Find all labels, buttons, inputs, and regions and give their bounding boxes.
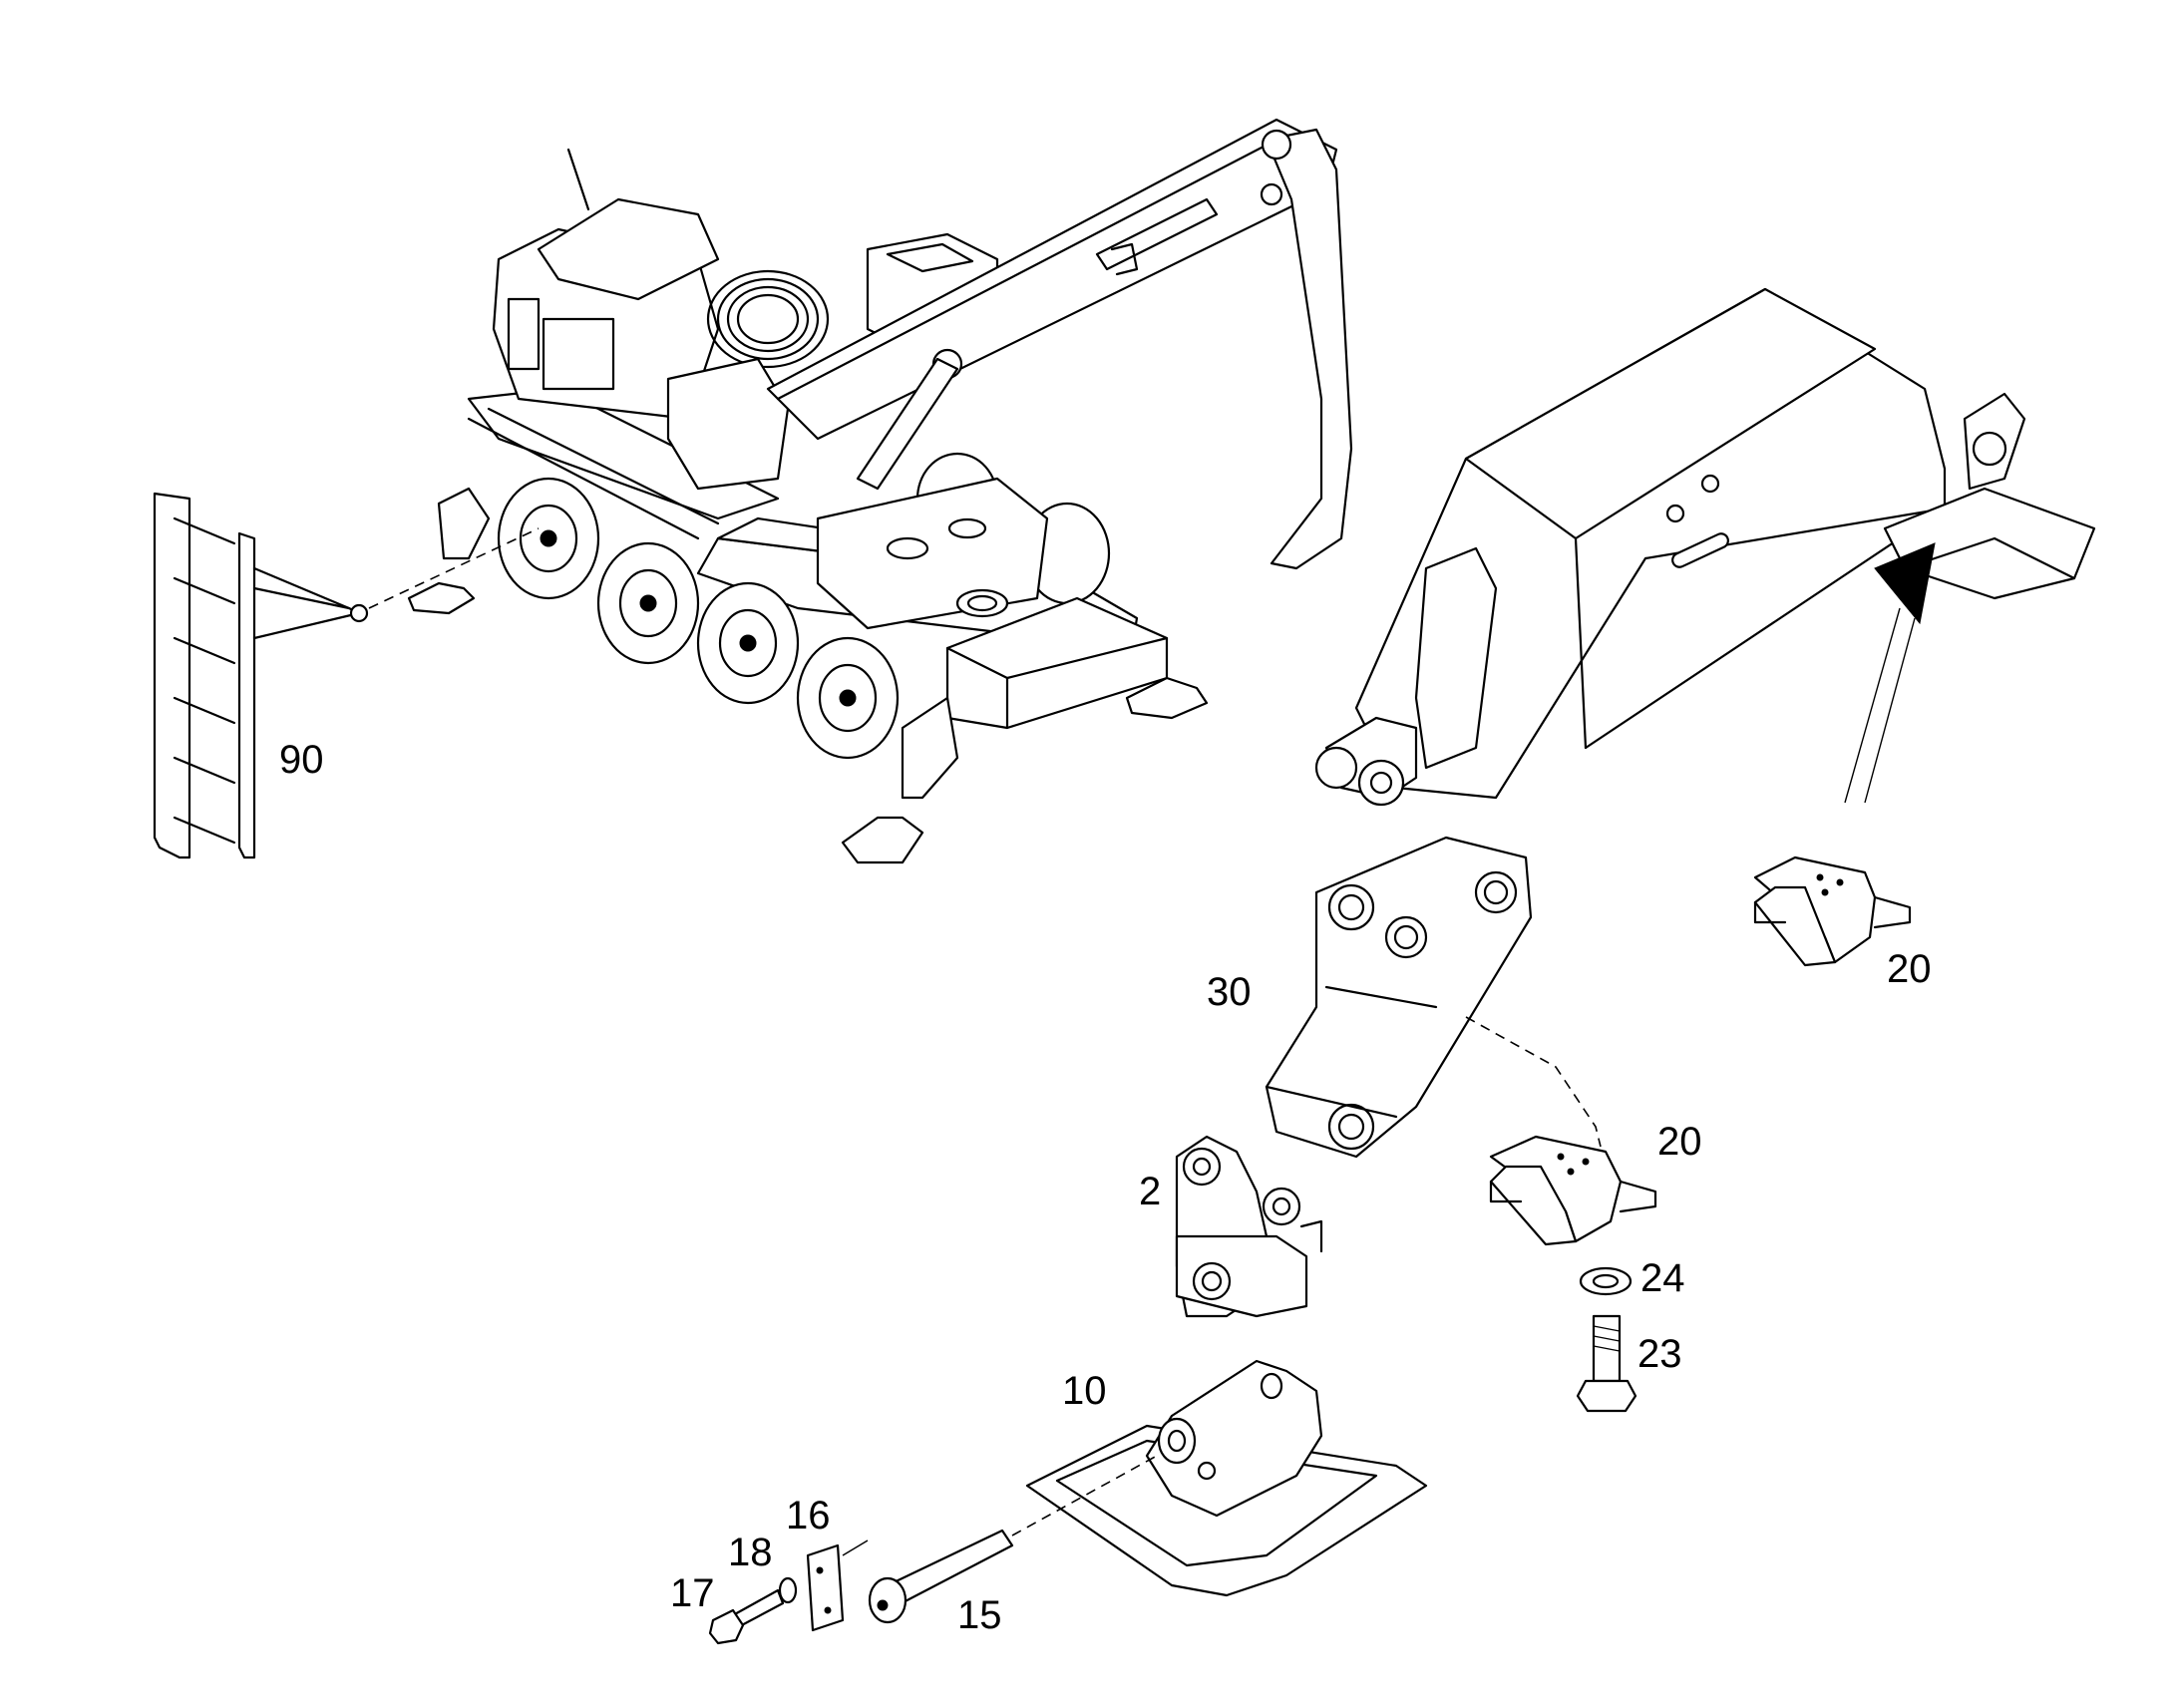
link-plate-30 (1265, 836, 1602, 1159)
hinge-block-2 (1175, 1135, 1323, 1318)
rear-outrigger-pad (407, 581, 476, 615)
callout-30: 30 (1207, 970, 1252, 1014)
pin-15 (868, 1455, 1158, 1624)
lock-washer-18 (778, 1576, 798, 1604)
bracket-20-lower (1489, 1135, 1657, 1246)
callout-10: 10 (1062, 1369, 1107, 1413)
callout-2: 2 (1139, 1170, 1162, 1213)
callout-20-upper: 20 (1887, 947, 1932, 991)
stick (1265, 128, 1353, 570)
machine-illustration (407, 118, 1353, 864)
outrigger-beam (1314, 287, 2096, 807)
front-outrigger-pad (841, 816, 924, 864)
callout-16: 16 (786, 1494, 831, 1537)
callout-24: 24 (1640, 1256, 1685, 1300)
locking-plate-16 (806, 1539, 869, 1632)
hose-coil (706, 269, 830, 369)
bolt-17 (708, 1588, 785, 1645)
stick-cylinder (1095, 197, 1219, 271)
radiator-grille (542, 317, 615, 391)
engine-hood (537, 197, 720, 301)
boom-cylinder (856, 357, 959, 491)
washer-24 (1579, 1266, 1633, 1296)
callout-23: 23 (1637, 1332, 1682, 1376)
hex-bolt-23 (1576, 1314, 1637, 1413)
callout-18: 18 (728, 1531, 773, 1574)
main-boom (766, 118, 1338, 441)
ladder-assembly-90 (153, 492, 540, 859)
callout-20-lower: 20 (1657, 1120, 1702, 1164)
outrigger-pad-10 (1025, 1359, 1428, 1597)
callout-17: 17 (670, 1571, 715, 1615)
callout-90: 90 (279, 738, 324, 782)
bracket-20-upper (1753, 855, 1912, 967)
counterweight-box (666, 357, 790, 491)
assembly-arrow (1874, 542, 1936, 625)
callout-15: 15 (957, 1593, 1002, 1637)
